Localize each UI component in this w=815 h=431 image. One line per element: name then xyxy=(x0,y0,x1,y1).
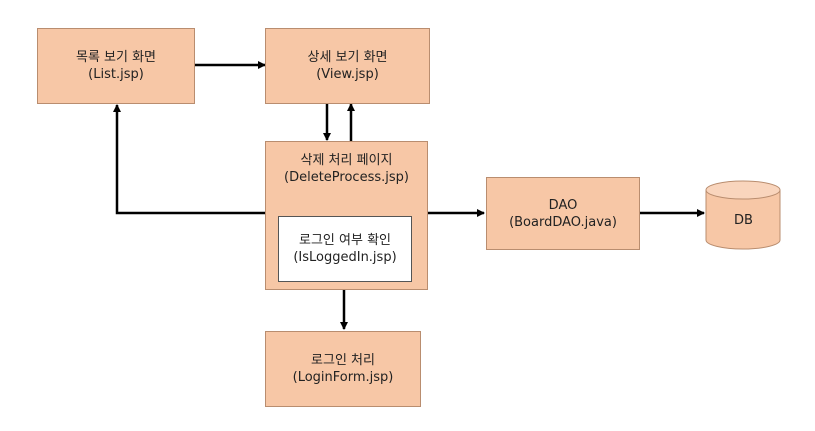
login-form-file: (LoginForm.jsp) xyxy=(292,370,394,385)
delete-process-file: (DeleteProcess.jsp) xyxy=(284,170,409,185)
dao-node[interactable]: DAO (BoardDAO.java) xyxy=(486,177,640,250)
login-form-title: 로그인 처리 xyxy=(311,353,375,368)
list-view-file: (List.jsp) xyxy=(88,67,144,82)
login-check-file: (IsLoggedIn.jsp) xyxy=(293,250,397,265)
dao-file: (BoardDAO.java) xyxy=(509,214,617,230)
db-label: DB xyxy=(734,213,753,228)
login-form-node[interactable]: 로그인 처리 (LoginForm.jsp) xyxy=(265,331,421,407)
arrow-delete-to-list xyxy=(113,104,265,215)
list-view-node[interactable]: 목록 보기 화면 (List.jsp) xyxy=(37,28,195,104)
dao-title: DAO xyxy=(548,197,578,213)
detail-view-file: (View.jsp) xyxy=(316,67,379,82)
login-check-title: 로그인 여부 확인 xyxy=(299,233,391,248)
db-cylinder-icon xyxy=(705,180,781,250)
detail-view-node[interactable]: 상세 보기 화면 (View.jsp) xyxy=(265,28,430,104)
delete-process-title: 삭제 처리 페이지 xyxy=(300,153,393,168)
login-check-node[interactable]: 로그인 여부 확인 (IsLoggedIn.jsp) xyxy=(278,216,412,282)
detail-view-title: 상세 보기 화면 xyxy=(307,50,388,65)
list-view-title: 목록 보기 화면 xyxy=(75,50,157,65)
